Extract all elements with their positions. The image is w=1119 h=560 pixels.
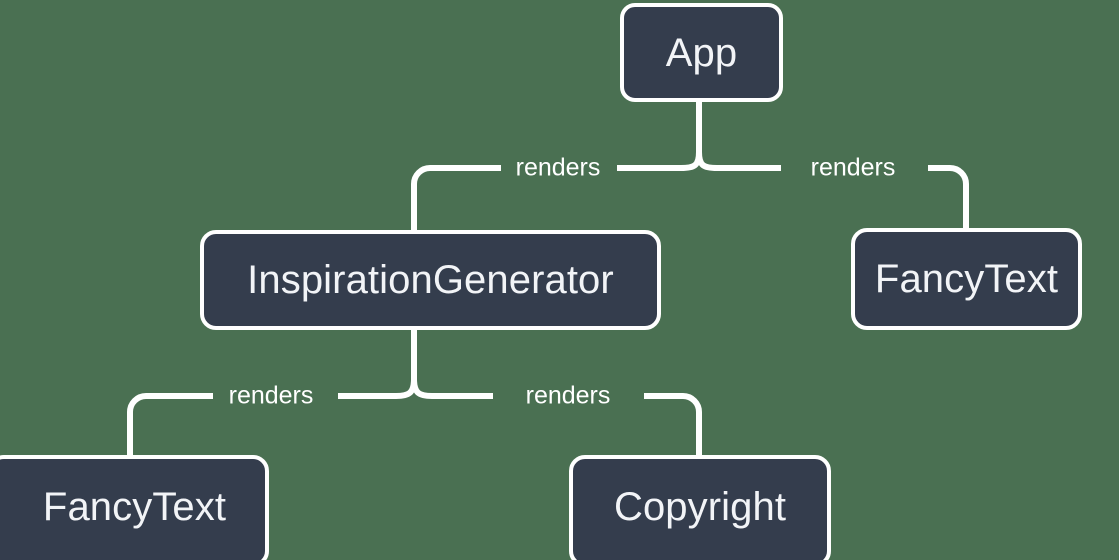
- node-fancytext-left[interactable]: FancyText: [0, 455, 269, 560]
- edge-label-app-to-inspiration: renders: [515, 153, 601, 182]
- node-copyright-label: Copyright: [613, 485, 787, 529]
- edge-app-to-fancytext-tail: [928, 165, 969, 228]
- node-app[interactable]: App: [620, 3, 783, 102]
- node-inspiration-generator-label: InspirationGenerator: [247, 258, 614, 302]
- node-copyright[interactable]: Copyright: [569, 455, 831, 560]
- edge-app-to-inspiration: [617, 151, 702, 171]
- edge-app-to-inspiration-tail: [411, 165, 501, 230]
- edge-inspiration-to-copyright: [411, 378, 493, 399]
- edge-label-inspiration-to-copyright: renders: [525, 381, 611, 410]
- node-fancytext-left-label: FancyText: [42, 485, 227, 529]
- edge-inspiration-to-copyright-tail: [644, 393, 702, 455]
- edge-inspiration-to-fancytext: [338, 378, 417, 399]
- node-inspiration-generator[interactable]: InspirationGenerator: [200, 230, 661, 330]
- node-app-label: App: [665, 30, 738, 75]
- edge-inspiration-to-fancytext-tail: [127, 393, 213, 455]
- node-fancytext-right-label: FancyText: [874, 257, 1059, 301]
- edge-label-inspiration-to-fancytext: renders: [228, 381, 314, 410]
- edge-label-app-to-fancytext: renders: [810, 153, 896, 182]
- edge-app-to-fancytext: [696, 151, 781, 171]
- node-fancytext-right[interactable]: FancyText: [851, 228, 1082, 330]
